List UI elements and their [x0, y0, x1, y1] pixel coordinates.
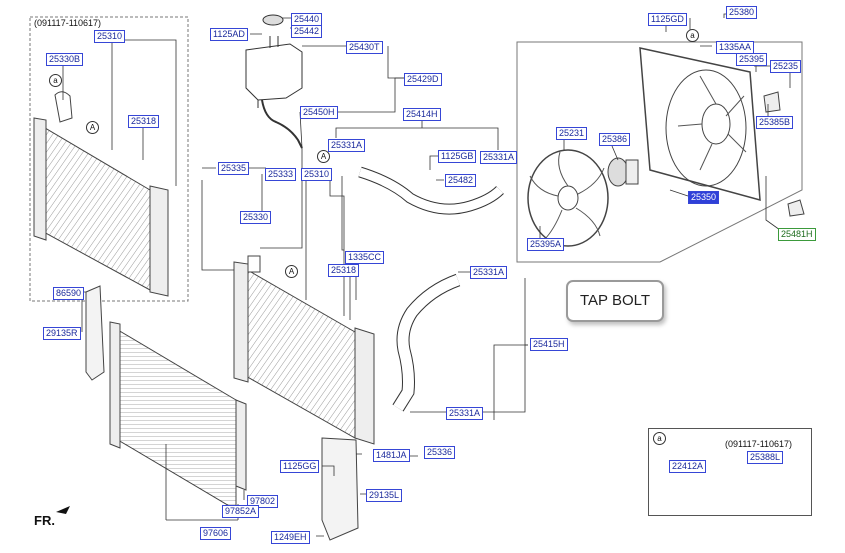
lower-hose-fill	[393, 274, 460, 411]
fan-blade-shape	[527, 149, 609, 247]
part-25450H[interactable]: 25450H	[300, 106, 338, 119]
part-97802[interactable]: 97802	[247, 495, 279, 508]
fan-shroud-frame	[516, 41, 803, 263]
date-range-top: (091117-110617)	[34, 18, 102, 28]
part-25331A-lower-bottom[interactable]: 25331A	[446, 407, 484, 420]
part-25330B[interactable]: 25330B	[46, 53, 84, 66]
part-25231[interactable]: 25231	[556, 127, 588, 140]
callout-A-old: A	[86, 121, 99, 134]
old-radiator-shape	[33, 91, 169, 297]
part-25481H[interactable]: 25481H	[778, 228, 816, 241]
callout-a-fan: a	[686, 29, 699, 42]
part-25335[interactable]: 25335	[218, 162, 250, 175]
condenser-shape	[109, 321, 247, 511]
callout-a-small: a	[49, 74, 62, 87]
part-29135R[interactable]: 29135R	[43, 327, 81, 340]
part-25388L[interactable]: 25388L	[747, 451, 784, 464]
front-direction-label: FR.	[34, 513, 55, 528]
part-25235[interactable]: 25235	[770, 60, 802, 73]
air-guard-left-shape	[321, 437, 359, 541]
legend-box: a (091117-110617) 22412A 25388L	[648, 428, 812, 516]
part-25330[interactable]: 25330	[240, 211, 272, 224]
part-25318-old[interactable]: 25318	[128, 115, 160, 128]
part-25386[interactable]: 25386	[599, 133, 631, 146]
part-86590[interactable]: 86590	[53, 287, 85, 300]
dashed-frame-old-radiator	[29, 16, 189, 302]
clip-25481h-shape	[787, 199, 805, 217]
part-25395A[interactable]: 25395A	[527, 238, 565, 251]
main-radiator-shape	[233, 255, 375, 445]
part-1481JA[interactable]: 1481JA	[373, 449, 410, 462]
part-25380[interactable]: 25380	[726, 6, 758, 19]
part-25336[interactable]: 25336	[424, 446, 456, 459]
part-1335CC[interactable]: 1335CC	[345, 251, 385, 264]
part-22412A[interactable]: 22412A	[669, 460, 707, 473]
part-25350[interactable]: 25350	[688, 191, 720, 204]
part-97852A[interactable]: 97852A	[222, 505, 260, 518]
part-25331A-upper-left[interactable]: 25331A	[328, 139, 366, 152]
part-25385B[interactable]: 25385B	[756, 116, 794, 129]
part-29135L[interactable]: 29135L	[366, 489, 403, 502]
part-1125AD[interactable]: 1125AD	[210, 28, 248, 41]
part-25333[interactable]: 25333	[265, 168, 297, 181]
part-1249EH[interactable]: 1249EH	[271, 531, 310, 544]
part-25442[interactable]: 25442	[291, 25, 323, 38]
leader-lines	[62, 13, 791, 537]
part-25310-main[interactable]: 25310	[301, 168, 333, 181]
upper-hose-fill	[358, 167, 504, 214]
part-1125GG[interactable]: 1125GG	[280, 460, 320, 473]
part-25414H[interactable]: 25414H	[403, 108, 441, 121]
part-25430T[interactable]: 25430T	[346, 41, 383, 54]
fan-shroud-shape	[639, 47, 761, 202]
callout-A-main: A	[285, 265, 298, 278]
air-guard-right-shape	[85, 285, 105, 381]
part-25429D[interactable]: 25429D	[404, 73, 442, 86]
part-25331A-lower-top[interactable]: 25331A	[470, 266, 508, 279]
date-range-legend: (091117-110617)	[725, 439, 793, 449]
part-25482[interactable]: 25482	[445, 174, 477, 187]
fan-motor-shape	[607, 157, 639, 187]
part-25395[interactable]: 25395	[736, 53, 768, 66]
front-arrow-icon	[56, 506, 70, 514]
callout-A-upper: A	[317, 150, 330, 163]
part-97606[interactable]: 97606	[200, 527, 232, 540]
tap-bolt-note: TAP BOLT	[566, 280, 664, 322]
part-1125GD[interactable]: 1125GD	[648, 13, 687, 26]
part-1335AA[interactable]: 1335AA	[716, 41, 755, 54]
legend-callout-a: a	[653, 432, 666, 445]
resistor-shape	[763, 91, 781, 113]
part-25415H[interactable]: 25415H	[530, 338, 568, 351]
part-25331A-upper-right[interactable]: 25331A	[480, 151, 518, 164]
part-25318-main[interactable]: 25318	[328, 264, 360, 277]
reservoir-tank-shape	[245, 14, 303, 149]
part-25310-old[interactable]: 25310	[94, 30, 126, 43]
part-1125GB[interactable]: 1125GB	[438, 150, 477, 163]
